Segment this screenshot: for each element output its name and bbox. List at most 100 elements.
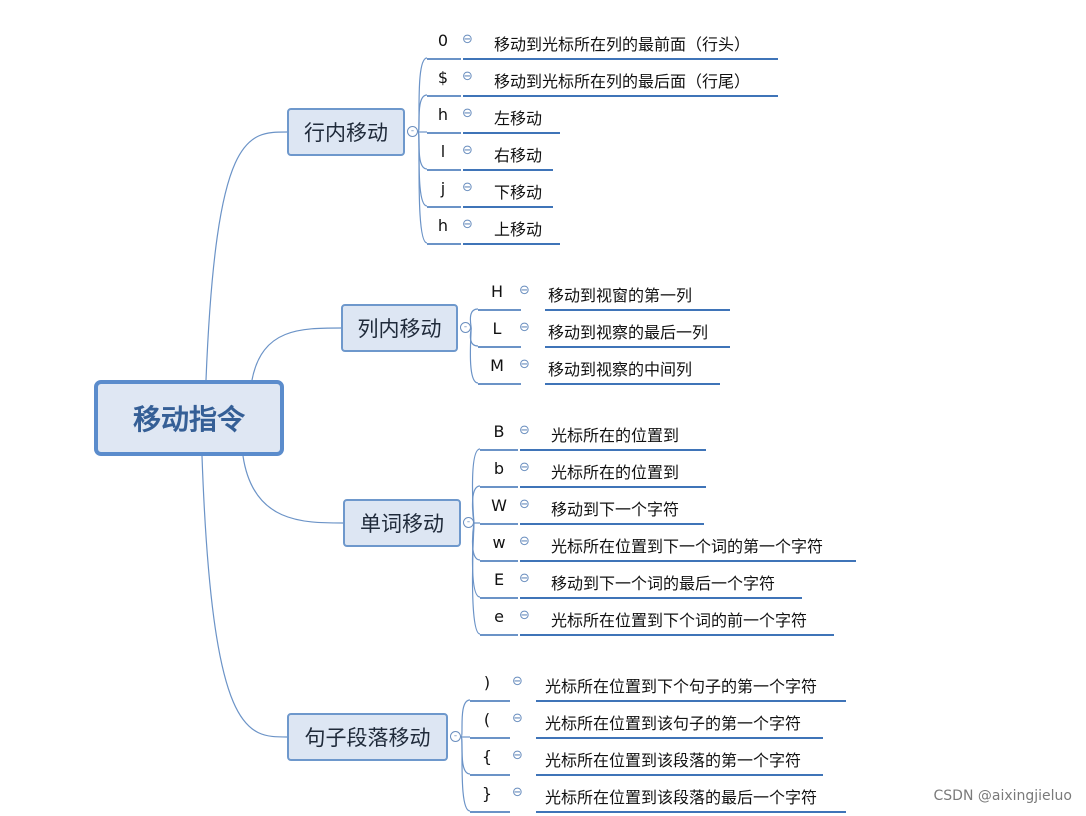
collapse-icon[interactable]: ⊖ [519, 608, 530, 623]
collapse-icon[interactable]: ⊖ [519, 497, 530, 512]
leaf-item[interactable]: M ⊖ 移动到视察的中间列 [478, 348, 720, 385]
key-underline [480, 523, 518, 525]
collapse-icon[interactable]: ⊖ [519, 534, 530, 549]
leaf-item[interactable]: E⊖移动到下一个词的最后一个字符 [480, 562, 802, 599]
collapse-icon[interactable]: ⊖ [512, 785, 523, 800]
collapse-toggle-icon[interactable]: - [463, 517, 474, 528]
leaf-item[interactable]: w⊖光标所在位置到下一个词的第一个字符 [480, 525, 856, 562]
collapse-icon[interactable]: ⊖ [519, 460, 530, 475]
collapse-icon[interactable]: ⊖ [519, 320, 530, 335]
description-underline [520, 523, 704, 525]
leaf-key: M [490, 356, 504, 375]
key-underline [427, 169, 461, 171]
leaf-item[interactable]: {⊖光标所在位置到该段落的第一个字符 [470, 739, 823, 776]
key-underline [480, 597, 518, 599]
collapse-icon[interactable]: ⊖ [462, 143, 473, 158]
leaf-key: w [492, 533, 506, 552]
key-underline [480, 486, 518, 488]
collapse-icon[interactable]: ⊖ [512, 748, 523, 763]
branch-node[interactable]: 行内移动 [287, 108, 405, 156]
leaf-key: $ [437, 68, 449, 87]
leaf-item[interactable]: 0 ⊖ 移动到光标所在列的最前面（行头） [427, 23, 778, 60]
leaf-description: 右移动 [494, 146, 543, 165]
leaf-item[interactable]: h⊖左移动 [427, 97, 560, 134]
leaf-description: 光标所在位置到该句子的第一个字符 [545, 714, 802, 733]
leaf-item[interactable]: e⊖光标所在位置到下个词的前一个字符 [480, 599, 834, 636]
leaf-description: 移动到视察的最后一列 [548, 323, 709, 342]
collapse-icon[interactable]: ⊖ [519, 283, 530, 298]
root-node[interactable]: 移动指令 [94, 380, 284, 456]
collapse-icon[interactable]: ⊖ [512, 711, 523, 726]
collapse-icon[interactable]: ⊖ [462, 69, 473, 84]
description-underline [536, 811, 846, 813]
root-to-branch-line [242, 455, 344, 524]
branch-node[interactable]: 列内移动 [341, 304, 458, 352]
branch-node[interactable]: 句子段落移动 [287, 713, 448, 761]
collapse-icon[interactable]: ⊖ [512, 674, 523, 689]
collapse-icon[interactable]: ⊖ [519, 571, 530, 586]
leaf-key: 0 [437, 31, 449, 50]
description-underline [463, 169, 553, 171]
description-underline [463, 206, 553, 208]
leaf-key: ( [483, 710, 491, 729]
key-underline [478, 383, 521, 385]
leaf-key: L [492, 319, 502, 338]
leaf-description: 移动到光标所在列的最前面（行头） [494, 35, 751, 54]
collapse-icon[interactable]: ⊖ [519, 423, 530, 438]
leaf-description: 光标所在的位置到 [551, 463, 680, 482]
description-underline [463, 95, 778, 97]
description-underline [545, 309, 730, 311]
branch-node[interactable]: 单词移动 [343, 499, 461, 547]
key-underline [480, 560, 518, 562]
collapse-toggle-icon[interactable]: - [460, 322, 471, 333]
description-underline [463, 58, 778, 60]
leaf-item[interactable]: ( ⊖ 光标所在位置到该句子的第一个字符 [470, 702, 823, 739]
root-label: 移动指令 [132, 403, 245, 436]
key-underline [427, 206, 461, 208]
leaf-item[interactable]: h⊖上移动 [427, 208, 560, 245]
collapse-icon[interactable]: ⊖ [462, 217, 473, 232]
branch-to-leaf-line [460, 736, 471, 812]
leaf-item[interactable]: $ ⊖ 移动到光标所在列的最后面（行尾） [427, 60, 778, 97]
leaf-item[interactable]: j⊖下移动 [427, 171, 553, 208]
description-underline [520, 449, 706, 451]
leaf-key: h [437, 105, 449, 124]
key-underline [478, 309, 521, 311]
leaf-key: e [494, 607, 504, 626]
collapse-icon[interactable]: ⊖ [519, 357, 530, 372]
leaf-key: ) [483, 673, 491, 692]
leaf-item[interactable]: B ⊖ 光标所在的位置到 [480, 414, 706, 451]
leaf-item[interactable]: W⊖移动到下一个字符 [480, 488, 704, 525]
leaf-description: 光标所在位置到下个句子的第一个字符 [545, 677, 818, 696]
branch-to-leaf-line [417, 94, 428, 133]
branch-to-leaf-line [471, 522, 481, 635]
leaf-key: E [493, 570, 505, 589]
collapse-icon[interactable]: ⊖ [462, 106, 473, 121]
leaf-item[interactable]: L ⊖ 移动到视察的最后一列 [478, 311, 730, 348]
leaf-description: 移动到光标所在列的最后面（行尾） [494, 72, 751, 91]
leaf-description: 光标所在的位置到 [551, 426, 680, 445]
key-underline [427, 58, 461, 60]
leaf-description: 光标所在位置到该段落的第一个字符 [545, 751, 802, 770]
collapse-icon[interactable]: ⊖ [462, 180, 473, 195]
branch-label: 单词移动 [360, 512, 444, 536]
leaf-description: 移动到视察的中间列 [548, 360, 693, 379]
leaf-key: } [481, 784, 493, 803]
leaf-item[interactable]: b⊖光标所在的位置到 [480, 451, 706, 488]
leaf-item[interactable]: }⊖光标所在位置到该段落的最后一个字符 [470, 776, 846, 813]
leaf-key: h [437, 216, 449, 235]
leaf-item[interactable]: l⊖右移动 [427, 134, 553, 171]
branch-to-leaf-line [469, 308, 479, 329]
branch-to-leaf-line [469, 327, 479, 384]
leaf-description: 下移动 [494, 183, 543, 202]
collapse-toggle-icon[interactable]: - [407, 126, 418, 137]
collapse-toggle-icon[interactable]: - [450, 731, 461, 742]
leaf-item[interactable]: H⊖移动到视窗的第一列 [478, 274, 730, 311]
key-underline [470, 774, 510, 776]
key-underline [480, 449, 518, 451]
leaf-key: B [493, 422, 505, 441]
leaf-item[interactable]: ) ⊖ 光标所在位置到下个句子的第一个字符 [470, 665, 846, 702]
description-underline [463, 132, 560, 134]
collapse-icon[interactable]: ⊖ [462, 32, 473, 47]
